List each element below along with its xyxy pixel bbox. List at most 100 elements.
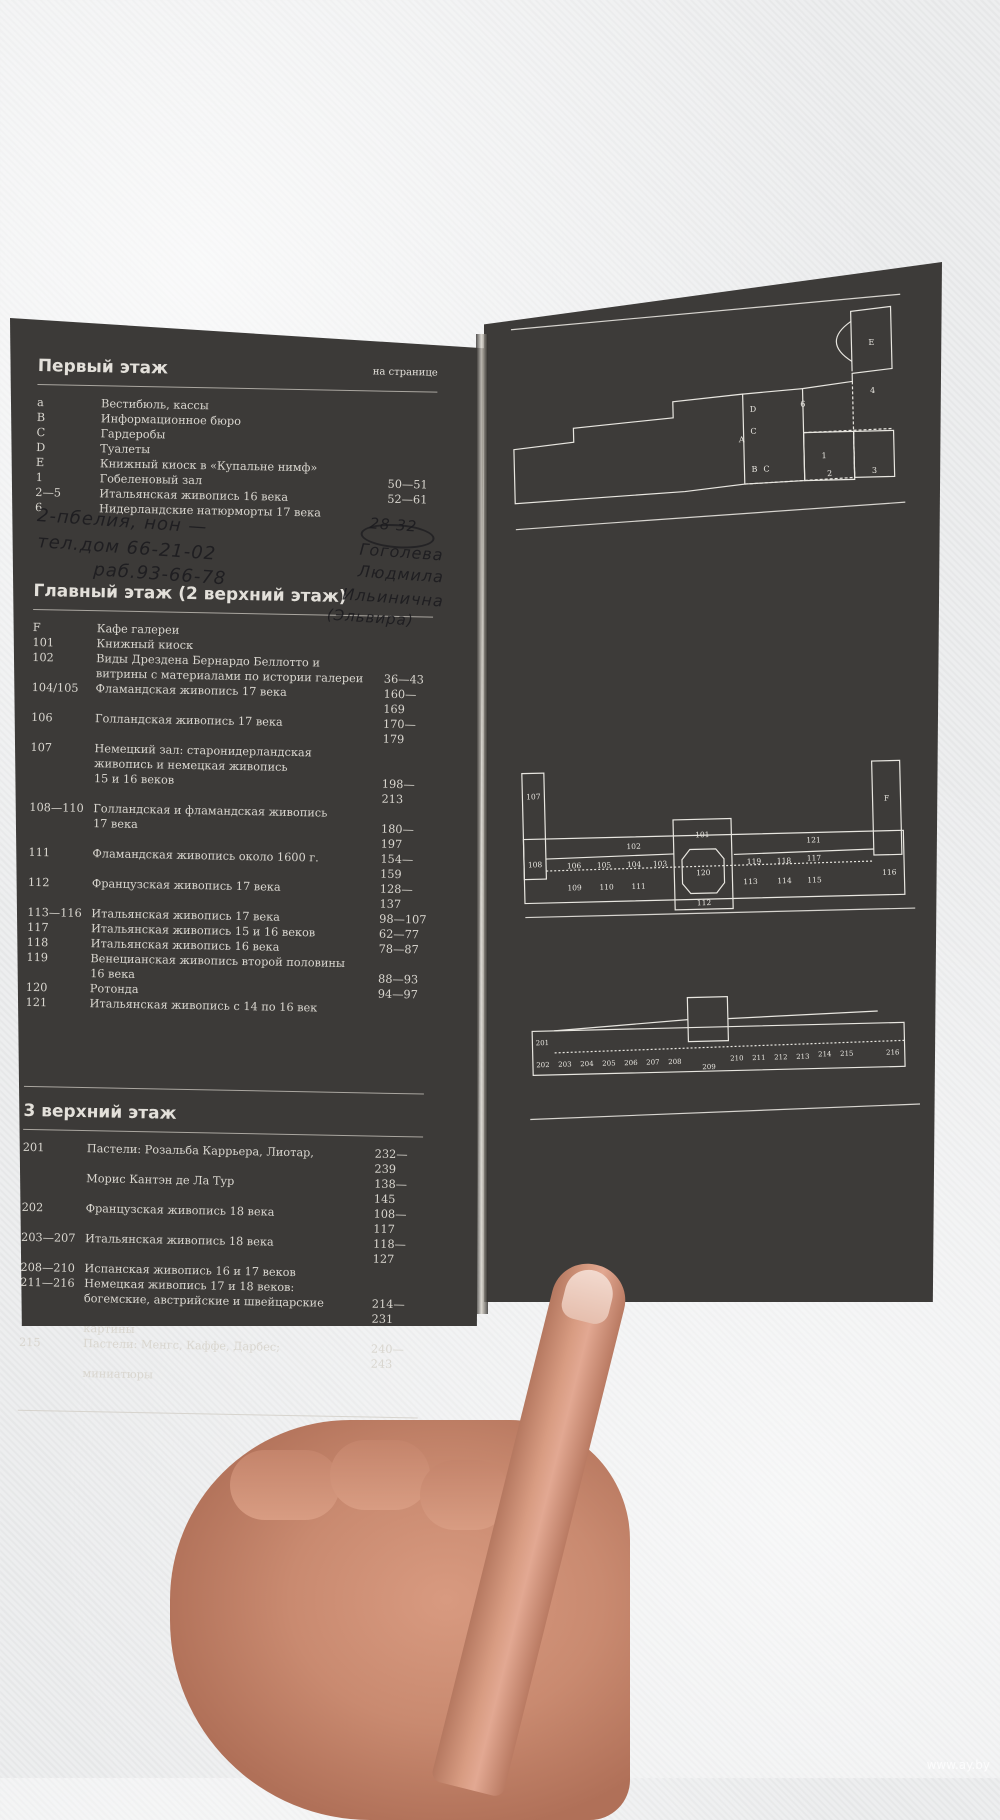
plan-rule [525,907,916,919]
watermark: www.ay.by [926,1758,990,1772]
index-pg [371,1327,419,1343]
index-num: 202 [21,1200,44,1215]
room-number: 6 [800,400,805,409]
index-num: 117 [26,920,49,935]
index-num: 104/105 [31,680,79,695]
room-number: 119 [747,857,762,866]
room-number: A [738,435,745,444]
index-num [29,770,94,801]
index-pg [382,762,430,778]
room-number: 1 [821,451,826,460]
room-number: 117 [807,853,822,862]
room-number: C [750,427,756,436]
room-number: F [884,794,889,803]
index-num: 2—5 [35,485,62,500]
room-number: 207 [646,1058,660,1066]
index-pg: 108—117 [373,1207,407,1237]
index-num [29,815,94,846]
index-pg: 128—137 [379,882,413,912]
room-number: 202 [536,1061,550,1069]
index-pg: 118—127 [372,1237,406,1267]
index-pg [384,642,432,658]
room-number: 115 [807,875,822,884]
index-num [18,1365,82,1381]
fingernail [558,1264,618,1327]
index-num: a [36,395,44,410]
index-num [32,665,96,681]
index-pg [389,417,437,433]
room-number: 106 [567,861,582,870]
index-num: 208—210 [20,1260,76,1275]
index-num: 112 [27,875,50,890]
room-number: 102 [626,842,641,851]
index-num: F [32,620,41,635]
index-pg [388,462,436,478]
booklet-gutter [476,334,488,1314]
room-number: 3 [872,466,877,475]
knuckle [230,1450,340,1520]
index-pg: 180—197 [380,822,414,852]
room-number: 201 [536,1039,550,1047]
index-pg: 62—77 [378,927,420,942]
room-number: 118 [777,856,792,865]
room-number: 112 [697,898,712,907]
room-number: D [750,405,757,414]
index-num: D [36,440,46,455]
room-number: 206 [624,1059,638,1067]
room-number: 205 [602,1059,616,1067]
index-pg [381,807,429,823]
divider [37,383,438,393]
knuckle [330,1440,430,1510]
room-number: 108 [528,860,543,869]
room-number: E [868,338,874,347]
index-pg [389,402,437,418]
index-pg: 214—231 [371,1297,405,1326]
divider [33,608,434,618]
index-pg [388,432,436,448]
index-num [19,1290,84,1321]
divider [17,1409,418,1419]
floor1-title: Первый этаж [37,356,169,379]
index-pg [385,627,433,643]
index-pg: 232—239 [374,1147,408,1177]
room-number: 110 [599,882,614,891]
room-number: 203 [558,1060,572,1068]
index-pg: 240—243 [370,1342,404,1371]
index-num: 113—116 [27,905,82,920]
floor3-title: 3 верхний этаж [23,1100,177,1124]
plan-floor2 [521,759,906,911]
index-num: 1 [35,470,43,485]
index-pg: 138—145 [373,1177,408,1207]
room-number: 211 [752,1054,766,1062]
index-num: 215 [18,1335,41,1350]
room-number: 121 [806,835,821,844]
index-num [26,965,90,981]
index-num: 120 [25,980,48,995]
index-pg [382,747,430,763]
index-pg: 198—213 [381,777,415,807]
room-number: 109 [567,883,582,892]
room-number: 107 [526,792,541,801]
index-pg: 94—97 [377,987,418,1002]
room-number: 120 [696,868,711,877]
plan-floor3 [531,996,906,1077]
index-num [19,1320,83,1336]
right-page [484,262,942,1302]
index-num: 211—216 [20,1275,75,1290]
index-pg: 36—43 [383,672,425,687]
room-number: 212 [774,1053,788,1061]
index-pg: 98—107 [379,912,427,927]
index-num: 119 [26,950,49,965]
index-num: C [36,425,46,440]
divider [23,1128,424,1138]
index-pg [378,957,426,973]
index-num: 107 [30,740,53,755]
index-num: 201 [22,1140,45,1155]
index-pg: 50—51 [387,477,428,492]
index-pg: 160—169 [383,687,417,717]
